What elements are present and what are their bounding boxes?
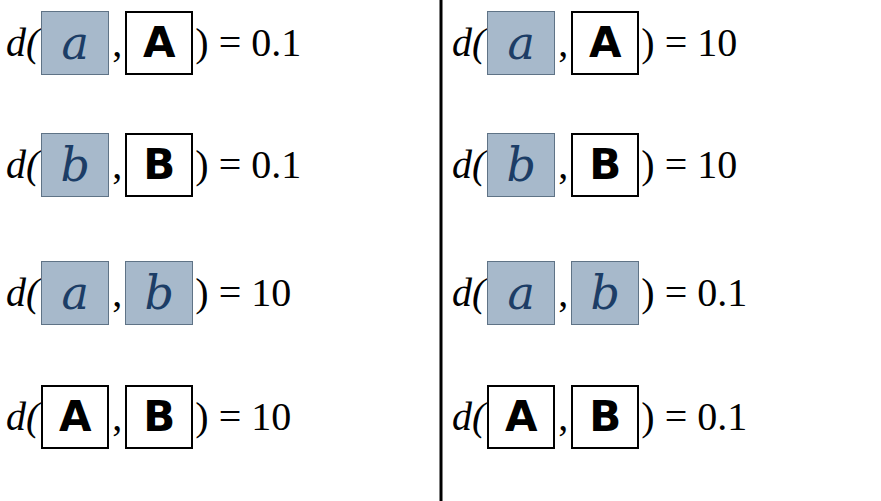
- distance-equation: d( a, A ) = 10: [452, 8, 737, 78]
- distance-function: d(: [6, 273, 39, 313]
- distance-equation: d( a, A ) = 0.1: [6, 8, 301, 78]
- glyph: A: [505, 396, 538, 438]
- glyph: B: [143, 144, 175, 186]
- printed-glyph-tile: A: [41, 385, 109, 449]
- printed-glyph-tile: B: [571, 133, 639, 197]
- printed-glyph-tile: B: [571, 385, 639, 449]
- distance-function: d(: [452, 145, 485, 185]
- separator: ,: [558, 23, 568, 63]
- distance-equation: d( a, b ) = 10: [6, 258, 291, 328]
- column-divider: [440, 0, 443, 501]
- handwritten-glyph-tile: a: [41, 261, 109, 325]
- printed-glyph-tile: A: [571, 11, 639, 75]
- handwritten-glyph-tile: b: [571, 261, 639, 325]
- glyph: A: [59, 396, 92, 438]
- glyph: A: [589, 22, 622, 64]
- separator: ,: [112, 273, 122, 313]
- glyph: B: [589, 396, 621, 438]
- glyph: A: [143, 22, 176, 64]
- glyph: a: [62, 270, 89, 316]
- distance-equation: d( b, B ) = 10: [452, 130, 737, 200]
- distance-function: d(: [452, 273, 485, 313]
- handwritten-glyph-tile: b: [487, 133, 555, 197]
- distance-value: ) = 0.1: [641, 273, 747, 313]
- separator: ,: [112, 397, 122, 437]
- glyph: b: [507, 142, 536, 188]
- separator: ,: [558, 397, 568, 437]
- glyph: B: [143, 396, 175, 438]
- distance-function: d(: [6, 397, 39, 437]
- glyph: b: [145, 270, 174, 316]
- distance-equation: d( b, B ) = 0.1: [6, 130, 301, 200]
- glyph: b: [61, 142, 90, 188]
- distance-value: ) = 0.1: [195, 145, 301, 185]
- glyph: a: [508, 270, 535, 316]
- glyph: a: [62, 20, 89, 66]
- glyph: b: [591, 270, 620, 316]
- handwritten-glyph-tile: a: [487, 261, 555, 325]
- distance-value: ) = 10: [641, 23, 737, 63]
- handwritten-glyph-tile: b: [41, 133, 109, 197]
- distance-function: d(: [452, 397, 485, 437]
- distance-value: ) = 10: [195, 397, 291, 437]
- handwritten-glyph-tile: a: [41, 11, 109, 75]
- printed-glyph-tile: B: [125, 133, 193, 197]
- handwritten-glyph-tile: b: [125, 261, 193, 325]
- printed-glyph-tile: B: [125, 385, 193, 449]
- glyph: B: [589, 144, 621, 186]
- printed-glyph-tile: A: [125, 11, 193, 75]
- distance-value: ) = 10: [195, 273, 291, 313]
- distance-equation: d( a, b ) = 0.1: [452, 258, 747, 328]
- distance-equation: d( A, B ) = 10: [6, 382, 291, 452]
- handwritten-glyph-tile: a: [487, 11, 555, 75]
- separator: ,: [112, 145, 122, 185]
- distance-function: d(: [6, 145, 39, 185]
- distance-function: d(: [452, 23, 485, 63]
- printed-glyph-tile: A: [487, 385, 555, 449]
- distance-value: ) = 0.1: [195, 23, 301, 63]
- separator: ,: [558, 273, 568, 313]
- separator: ,: [558, 145, 568, 185]
- distance-value: ) = 10: [641, 145, 737, 185]
- distance-equation: d( A, B ) = 0.1: [452, 382, 747, 452]
- separator: ,: [112, 23, 122, 63]
- distance-value: ) = 0.1: [641, 397, 747, 437]
- glyph: a: [508, 20, 535, 66]
- distance-function: d(: [6, 23, 39, 63]
